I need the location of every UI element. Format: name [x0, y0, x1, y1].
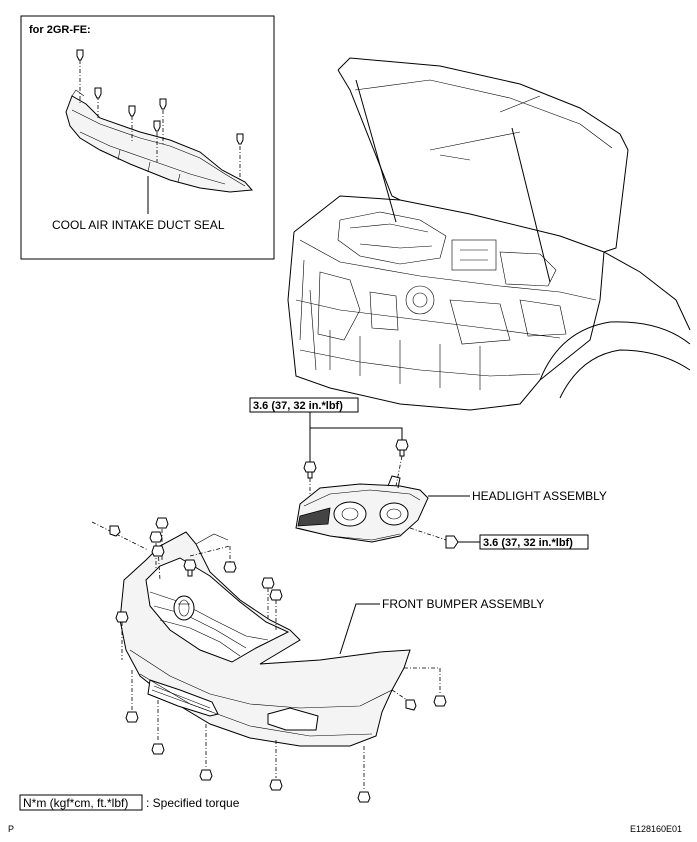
- torque-box-headlight-side: [479, 534, 589, 550]
- inset-title: for 2GR-FE:: [29, 24, 91, 36]
- inset-clips: [76, 49, 244, 182]
- vehicle-front-drawing: [287, 57, 691, 411]
- legend-description: : Specified torque: [146, 796, 240, 810]
- front-bumper-assembly-label: FRONT BUMPER ASSEMBLY: [382, 597, 544, 611]
- front-bumper-assembly-group: FRONT BUMPER ASSEMBLY: [91, 517, 544, 803]
- footer-left-mark: P: [8, 824, 14, 834]
- engine-components: [299, 211, 567, 390]
- headlight-assembly-label: HEADLIGHT ASSEMBLY: [472, 489, 607, 503]
- legend-unit: N*m (kgf*cm, ft.*lbf): [23, 796, 128, 810]
- headlight-bolt: [303, 461, 317, 500]
- torque-headlight-top: 3.6 (37, 32 in.*lbf): [253, 400, 343, 412]
- cool-air-intake-duct-seal-label: COOL AIR INTAKE DUCT SEAL: [52, 218, 225, 232]
- bumper-fasteners: [91, 517, 447, 803]
- headlight-assembly-drawing: [295, 475, 429, 543]
- front-bumper-drawing: [119, 531, 411, 747]
- headlight-assembly-group: 3.6 (37, 32 in.*lbf) HEADLIG: [249, 397, 607, 550]
- headlight-bolt: [395, 439, 409, 487]
- torque-box-headlight-top: [249, 397, 359, 413]
- figure-id: E128160E01: [630, 824, 682, 834]
- legend-unit-box: [19, 794, 143, 811]
- cool-air-intake-duct-seal-drawing: [65, 89, 254, 193]
- inset-2gr-fe: for 2GR-FE: COOL AIR INTAKE DUCT SEAL: [20, 15, 275, 260]
- headlight-side-bolt: [409, 527, 480, 549]
- torque-headlight-side: 3.6 (37, 32 in.*lbf): [483, 537, 573, 549]
- torque-legend: N*m (kgf*cm, ft.*lbf) : Specified torque: [19, 794, 240, 811]
